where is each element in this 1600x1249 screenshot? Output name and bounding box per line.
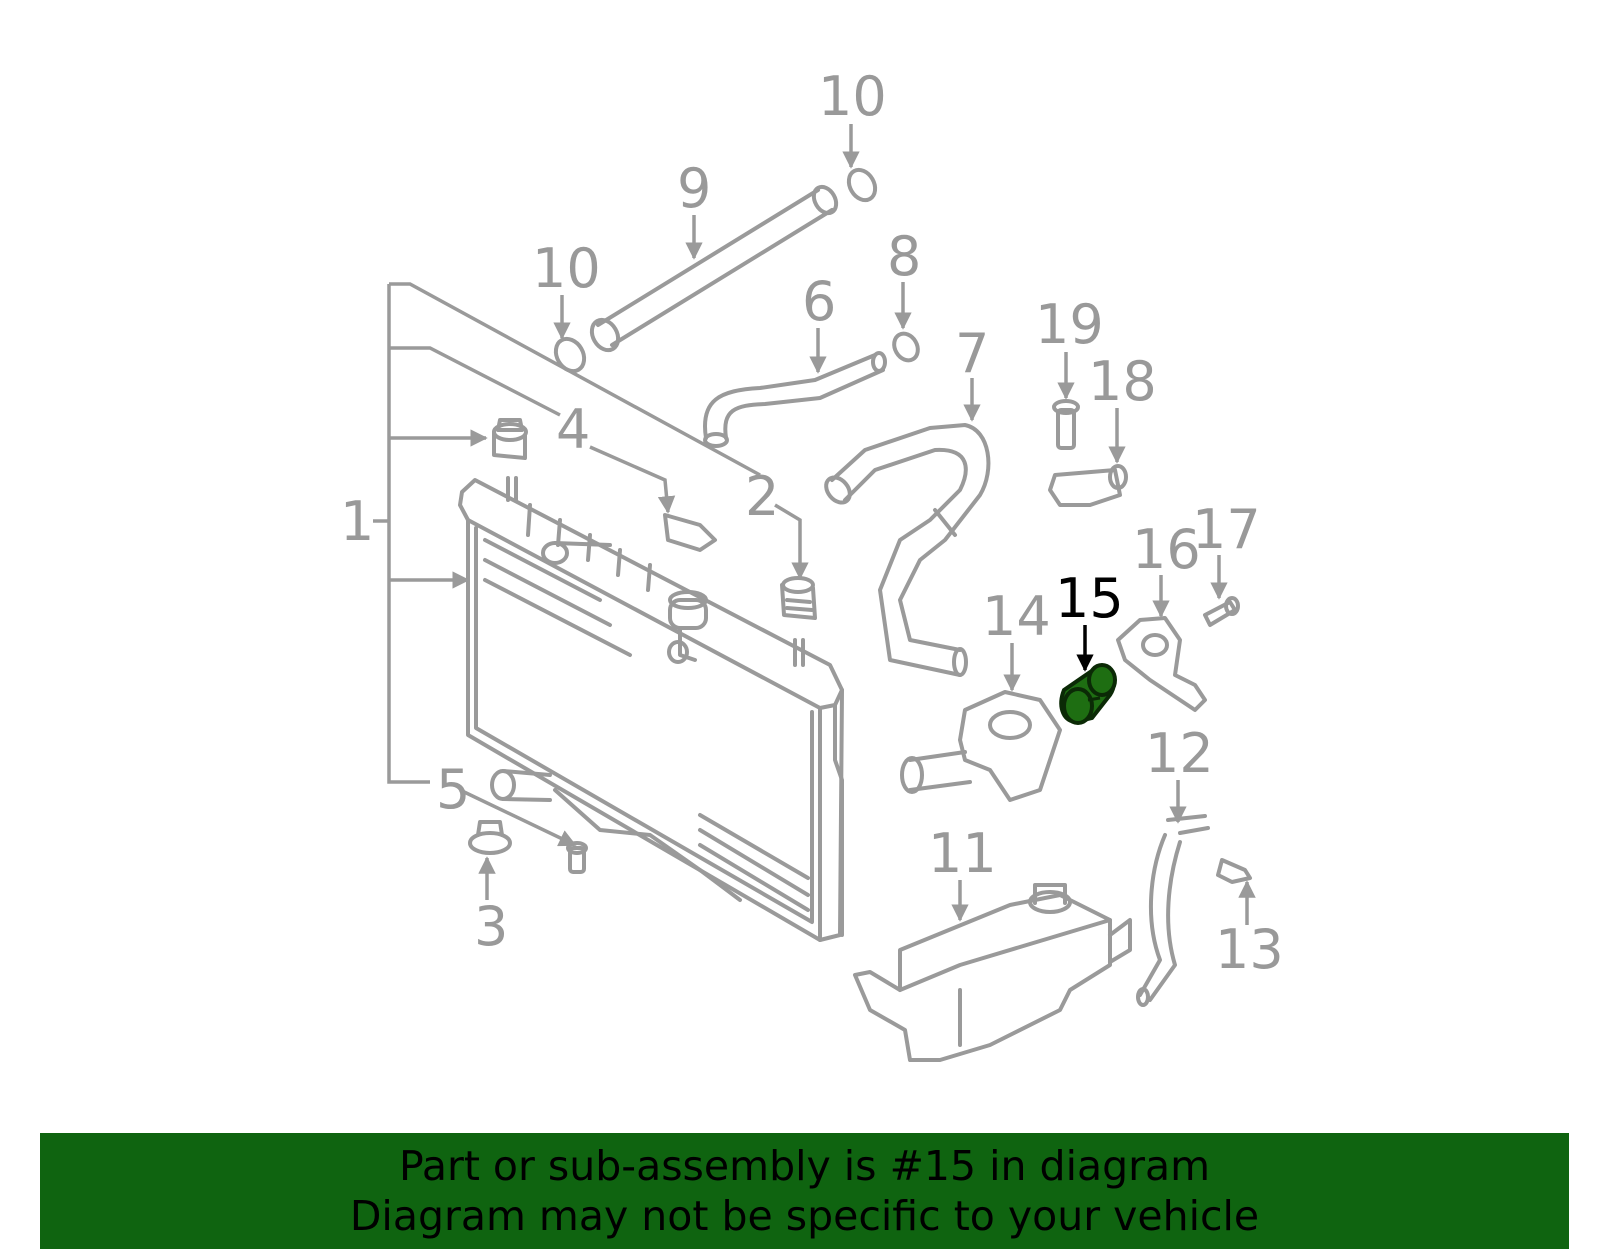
callout-14: 14: [982, 585, 1051, 648]
callout-5: 5: [436, 758, 470, 821]
callout-4: 4: [556, 398, 590, 461]
callout-12: 12: [1145, 722, 1214, 785]
part-13: [1216, 858, 1252, 884]
part-12: [1136, 814, 1210, 1007]
callout-17: 17: [1192, 498, 1261, 561]
callout-6: 6: [802, 270, 836, 333]
part-3: [468, 820, 512, 855]
part-14: [900, 690, 1062, 802]
part-18: [1048, 464, 1128, 507]
callout-10-lower: 10: [532, 237, 601, 300]
callout-19: 19: [1035, 293, 1104, 356]
part-15-thermostat: [1059, 663, 1117, 725]
callout-7: 7: [955, 322, 989, 385]
callout-15: 15: [1055, 567, 1124, 630]
callout-9: 9: [677, 157, 711, 220]
part-5: [566, 841, 588, 874]
banner-disclaimer: Diagram may not be specific to your vehi…: [349, 1192, 1260, 1240]
part-4: [492, 418, 717, 552]
part-10: [553, 167, 878, 374]
part-7: [824, 423, 991, 677]
part-2: [780, 576, 817, 620]
callout-18: 18: [1088, 350, 1157, 413]
part-8: [892, 331, 920, 363]
callout-1: 1: [340, 490, 374, 553]
callout-1-bracket: [373, 282, 761, 784]
part-19: [1052, 399, 1080, 450]
callout-2: 2: [745, 465, 779, 528]
banner-part-note: Part or sub-assembly is #15 in diagram: [398, 1142, 1211, 1190]
part-6: [703, 351, 887, 448]
callout-8: 8: [887, 225, 921, 288]
callout-11: 11: [928, 822, 997, 885]
part-16: [1116, 616, 1207, 712]
callout-13: 13: [1215, 918, 1284, 981]
callout-16: 16: [1132, 518, 1201, 581]
part-11-reservoir: [853, 883, 1132, 1062]
part-9: [589, 184, 839, 353]
callout-10-upper: 10: [818, 65, 887, 128]
info-banner: Part or sub-assembly is #15 in diagram D…: [40, 1133, 1569, 1249]
callout-3: 3: [474, 895, 508, 958]
parts-diagram: 1 2 3 4 5 6 7 8 9 10 10 11 12 13 14 15 1…: [340, 65, 1284, 1062]
radiator: [458, 476, 844, 942]
part-17: [1203, 596, 1240, 627]
